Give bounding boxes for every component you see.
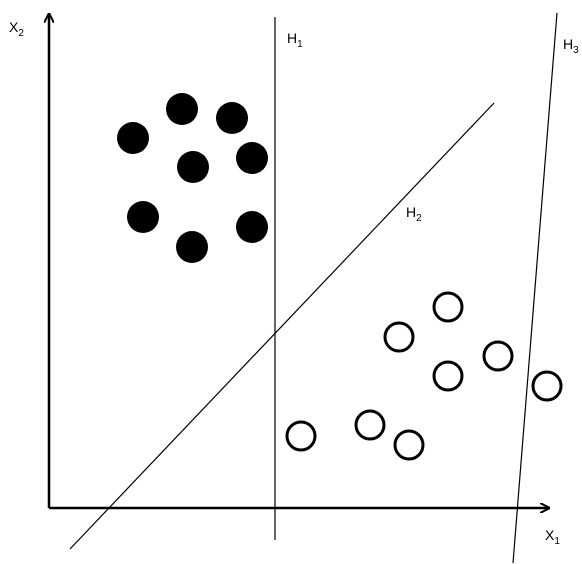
filled-point: [127, 201, 159, 233]
open-point: [354, 409, 386, 441]
filled-point: [216, 102, 248, 134]
open-class-points: [285, 291, 563, 461]
hyperplane-h1-label: H1: [287, 30, 303, 50]
filled-point: [166, 93, 198, 125]
hyperplane-h3-label: H3: [563, 36, 579, 56]
filled-point: [236, 142, 268, 174]
open-point: [531, 370, 563, 402]
open-point: [432, 360, 464, 392]
filled-point: [236, 211, 268, 243]
filled-class-points: [117, 93, 268, 263]
filled-point: [117, 122, 149, 154]
open-point: [482, 340, 514, 372]
hyperplane-h2-label: H2: [406, 204, 422, 224]
open-point: [432, 291, 464, 323]
y-axis-label: X2: [9, 19, 24, 39]
open-point: [285, 420, 317, 452]
filled-point: [177, 151, 209, 183]
hyperplane-h3-line: [512, 12, 558, 564]
x-axis-label: X1: [545, 527, 560, 547]
hyperplane-h2-line: [69, 102, 495, 550]
filled-point: [176, 231, 208, 263]
open-point: [393, 429, 425, 461]
open-point: [383, 321, 415, 353]
